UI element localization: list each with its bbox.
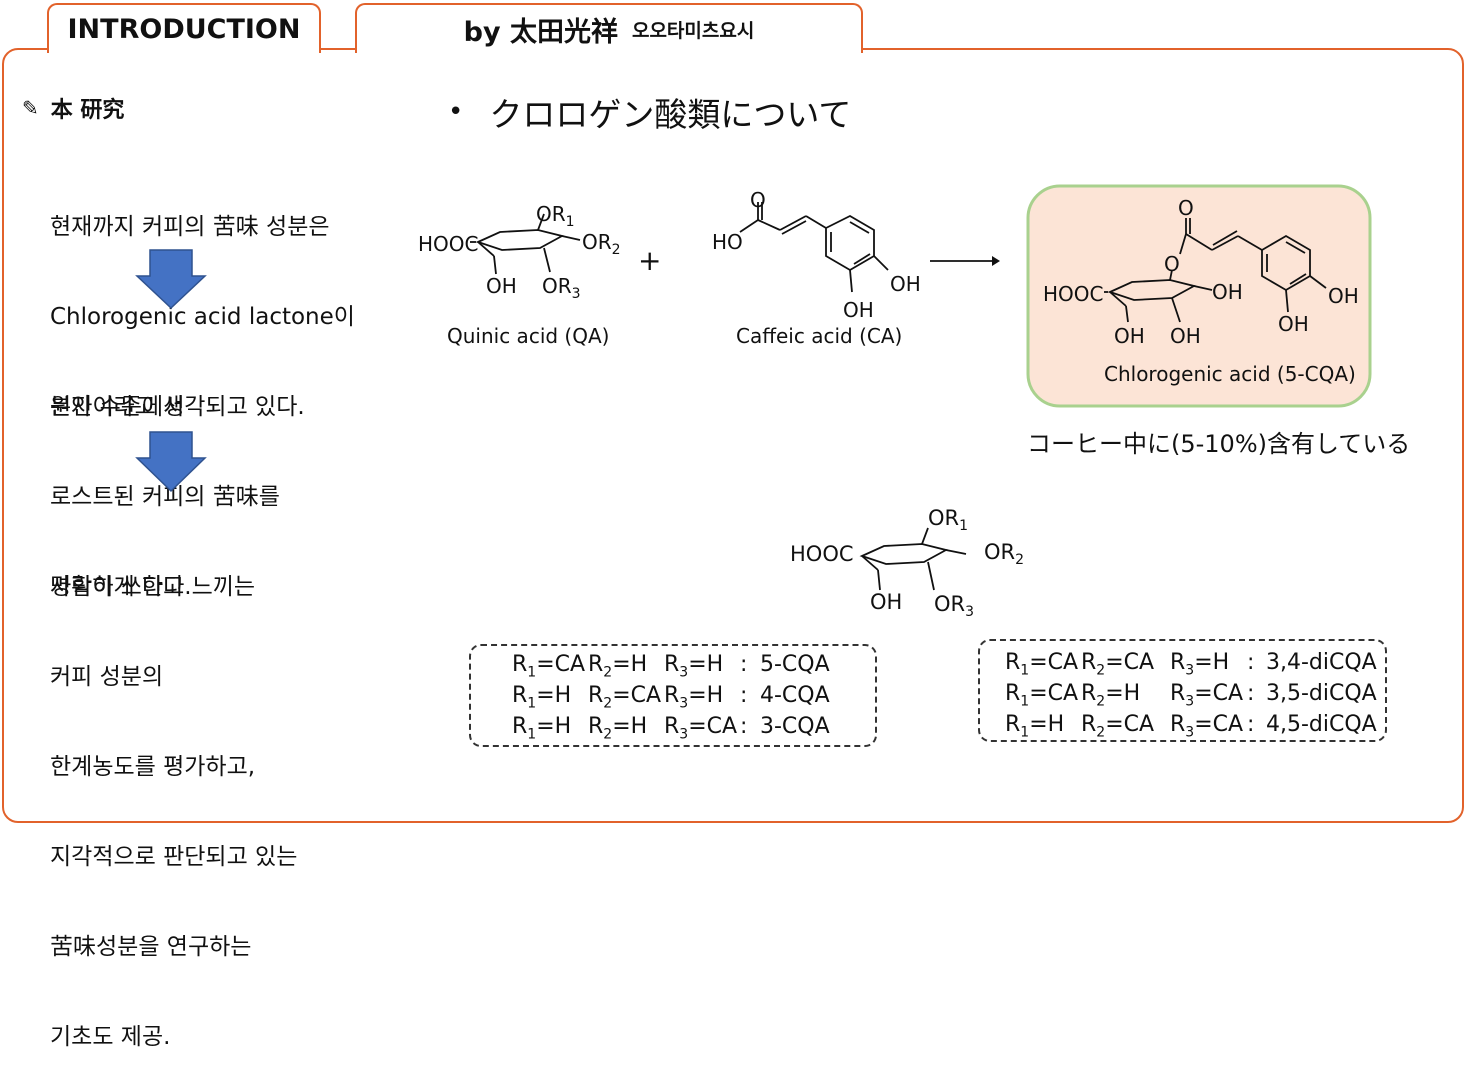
gen-hooc-label: HOOC (790, 542, 854, 566)
r2-cell: R2=CA (1081, 650, 1155, 679)
study-heading-text: 本 研究 (50, 98, 125, 123)
down-arrow-icon (135, 431, 207, 493)
colon-cell: : (1247, 650, 1255, 675)
left-paragraph-1: 현재까지 커피의 苦味 성분은 Chlorogenic acid lactone… (50, 152, 355, 452)
r2-cell: R2=H (588, 714, 648, 743)
r3-cell: R3=CA (664, 714, 738, 743)
compound-name-cell: 5-CQA (760, 652, 830, 677)
para1-line-3: 원인이라고 생각되고 있다. (50, 394, 305, 420)
r2-cell: R2=H (1081, 681, 1141, 710)
left-paragraph-2: 분자 수준에서 로스트된 커피의 苦味를 명확하게 한다. (50, 332, 280, 632)
qa-or2-label: OR2 (582, 230, 621, 258)
qa-oh-label: OH (486, 274, 517, 298)
compound-name-cell: 4,5-diCQA (1266, 712, 1377, 737)
qa-hooc-label: HOOC (418, 232, 479, 256)
gen-or3-label: OR3 (934, 592, 975, 621)
cga-oh-label-3: OH (1170, 324, 1201, 348)
r1-cell: R1=CA (1005, 681, 1079, 710)
author-tab: by 太田光祥 오오타미츠요시 (355, 3, 863, 53)
caffeic-acid-ring (825, 214, 875, 272)
colon-cell: : (740, 652, 748, 677)
pen-icon: ✎ (22, 96, 39, 120)
compound-name-cell: 3-CQA (760, 714, 830, 739)
tab-introduction[interactable]: INTRODUCTION (47, 3, 321, 53)
chlorogenic-acid-label: Chlorogenic acid (5-CQA) (1104, 362, 1356, 386)
para3-line-5: 苦味성분을 연구하는 (50, 934, 252, 960)
general-cqa-ring (859, 543, 949, 565)
chemistry-diagram (135, 184, 1372, 591)
ca-o-label: O (750, 188, 766, 212)
para2-line-1: 분자 수준에서 (50, 394, 185, 420)
qa-or3-label: OR3 (542, 274, 581, 302)
author-reading: 오오타미츠요시 (631, 19, 755, 42)
para1-line-1: 현재까지 커피의 苦味 성분은 (50, 214, 330, 240)
r3-cell: R3=CA (1170, 712, 1244, 741)
para3-line-6: 기초도 제공. (50, 1024, 171, 1050)
content-frame (2, 48, 1464, 823)
cga-hooc-label: HOOC (1043, 282, 1104, 306)
ca-ho-label: HO (712, 230, 743, 254)
cqa-table-box (469, 644, 877, 747)
coffee-content-note: コーヒー中に(5-10%)含有している (1027, 430, 1411, 458)
tab-introduction-label: INTRODUCTION (67, 13, 301, 45)
r3-cell: R3=H (664, 683, 724, 712)
r1-cell: R1=CA (1005, 650, 1079, 679)
gen-or1-label: OR1 (928, 506, 969, 535)
r3-cell: R3=H (1170, 650, 1230, 679)
ca-oh-label-1: OH (890, 272, 921, 296)
caffeic-acid-label: Caffeic acid (CA) (736, 324, 903, 348)
plus-sign: + (638, 244, 662, 277)
colon-cell: : (740, 683, 748, 708)
cga-oh-label-1: OH (1212, 280, 1243, 304)
para3-line-4: 지각적으로 판단되고 있는 (50, 844, 298, 870)
para3-line-3: 한계농도를 평가하고, (50, 754, 256, 780)
quinic-acid-ring (475, 229, 565, 251)
r1-cell: R1=H (1005, 712, 1065, 741)
r1-cell: R1=CA (512, 652, 586, 681)
cga-oh-label-2: OH (1114, 324, 1145, 348)
author-name: by 太田光祥 (463, 16, 618, 48)
gen-or2-label: OR2 (984, 540, 1025, 569)
cga-oh-label-4: OH (1328, 284, 1359, 308)
compound-name-cell: 3,4-diCQA (1266, 650, 1377, 675)
para3-line-1: 사람이 쓰다고 느끼는 (50, 574, 256, 600)
compound-name-cell: 3,5-diCQA (1266, 681, 1377, 706)
cga-ester-o-label: O (1164, 252, 1180, 276)
bullet-icon: • (448, 97, 464, 127)
r2-cell: R2=CA (588, 683, 662, 712)
r3-cell: R3=H (664, 652, 724, 681)
para1-line-2: Chlorogenic acid lactone이 (50, 304, 355, 330)
chlorogenic-acid-highlight (1026, 184, 1372, 408)
r3-cell: R3=CA (1170, 681, 1244, 710)
colon-cell: : (740, 714, 748, 739)
r1-cell: R1=H (512, 714, 572, 743)
r2-cell: R2=CA (1081, 712, 1155, 741)
compound-name-cell: 4-CQA (760, 683, 830, 708)
para3-line-2: 커피 성분의 (50, 664, 164, 690)
section-title: • クロロゲン酸類について (448, 88, 851, 136)
study-heading: ✎ 本 研究 (22, 92, 124, 124)
gen-oh-label: OH (870, 590, 903, 614)
colon-cell: : (1247, 681, 1255, 706)
cga-carbonyl-o-label: O (1178, 196, 1194, 220)
colon-cell: : (1247, 712, 1255, 737)
ca-oh-label-2: OH (843, 298, 874, 322)
qa-or1-label: OR1 (536, 202, 575, 230)
r2-cell: R2=H (588, 652, 648, 681)
r1-cell: R1=H (512, 683, 572, 712)
down-arrow-icon (135, 249, 207, 310)
dicqa-table-box (978, 639, 1387, 742)
cga-oh-label-5: OH (1278, 312, 1309, 336)
para2-line-3: 명확하게 한다. (50, 574, 192, 600)
section-title-text: クロロゲン酸類について (489, 95, 852, 134)
quinic-acid-label: Quinic acid (QA) (447, 324, 610, 348)
